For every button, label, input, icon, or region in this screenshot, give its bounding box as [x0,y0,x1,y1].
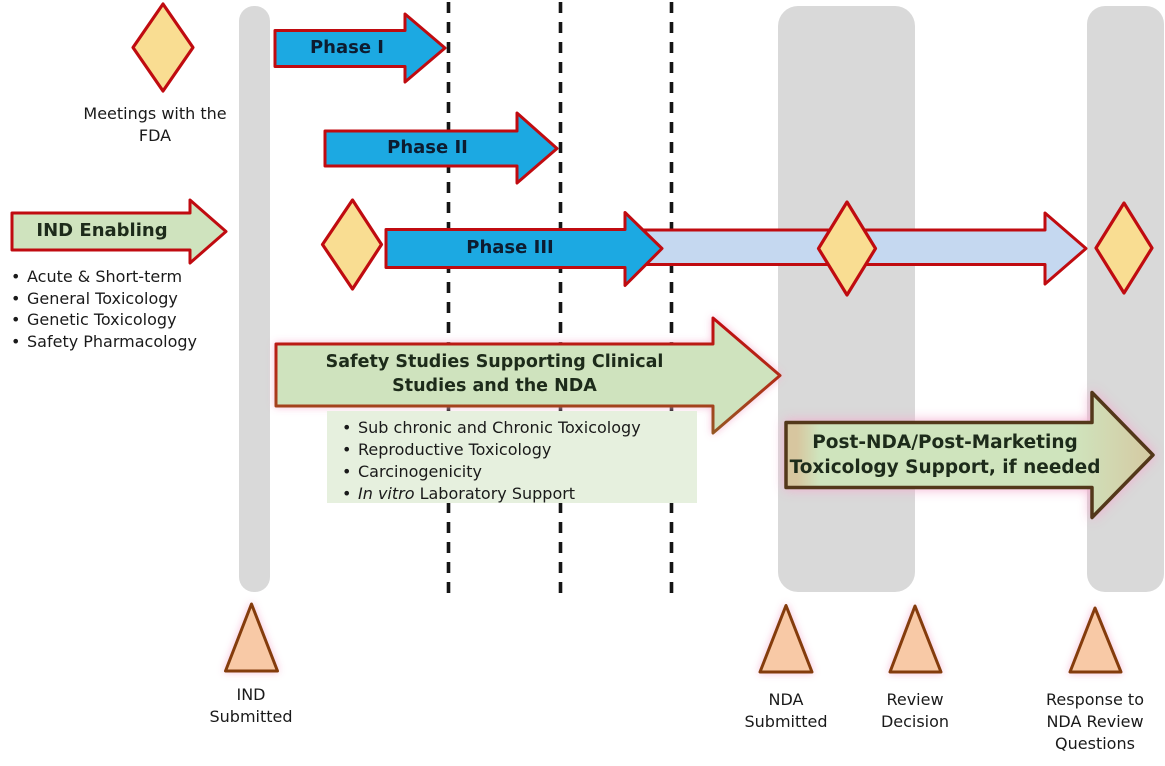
safety-bullet-3: Carcinogenicity [339,461,697,483]
phase1-label: Phase I [309,37,385,58]
safety-studies-bullet-list: Sub chronic and Chronic Toxicology Repro… [339,417,697,505]
nda-submitted-label-line1: NDA [768,690,804,709]
response-triangle [1068,606,1123,674]
fda-meetings-label-line2: FDA [138,126,172,145]
nda-submitted-triangle [758,604,814,674]
post-nda-title-line2: Toxicology Support, if needed [789,457,1101,478]
phase3-arrow [384,211,664,287]
post-nda-support-arrow [784,390,1155,520]
review-decision-label-line2: Decision [880,712,950,731]
ind-submitted-label-line1: IND [236,685,266,704]
phase3-label: Phase III [466,237,554,258]
ind-submitted-label-line2: Submitted [209,707,293,726]
post-nda-title-line1: Post-NDA/Post-Marketing [812,432,1078,453]
ind-submitted-label: IND Submitted [191,684,311,728]
fda-meeting-diamond-1 [131,2,195,93]
ind-enabling-arrow [10,198,228,265]
review-decision-triangle [888,604,943,674]
safety-bullet-2: Reproductive Toxicology [339,439,697,461]
fda-meeting-diamond-3 [816,200,878,297]
response-label: Response to NDA Review Questions [1015,689,1165,755]
fda-meeting-diamond-2 [320,198,384,291]
safety-studies-title: Safety Studies Supporting Clinical Studi… [282,350,707,398]
review-bar-ind [239,6,270,592]
nda-submitted-label: NDA Submitted [726,689,846,733]
safety-studies-title-line2: Studies and the NDA [392,376,597,396]
review-bar-nda [778,6,915,592]
review-decision-label: Review Decision [855,689,975,733]
review-decision-label-line1: Review [886,690,944,709]
fda-meetings-label-line1: Meetings with the [83,104,227,123]
ind-enabling-title: IND Enabling [36,220,168,241]
safety-studies-title-line1: Safety Studies Supporting Clinical [325,352,664,372]
ind-enabling-bullet-list: Acute & Short-term General Toxicology Ge… [8,266,197,352]
phase2-arrow [323,111,559,185]
ind-submitted-triangle [224,602,279,673]
response-label-line2: NDA Review [1046,712,1144,731]
safety-bullet-4-italic: In vitro [358,484,415,503]
fda-meeting-diamond-4 [1094,201,1154,295]
fda-meetings-label: Meetings with the FDA [55,103,255,147]
ind-bullet-4: Safety Pharmacology [8,331,197,353]
safety-bullet-1: Sub chronic and Chronic Toxicology [339,417,697,439]
post-nda-title: Post-NDA/Post-Marketing Toxicology Suppo… [785,430,1105,480]
phase1-arrow [273,12,447,84]
phase2-label: Phase II [387,137,468,158]
safety-bullet-4: In vitro Laboratory Support [339,483,697,505]
ind-bullet-2: General Toxicology [8,288,197,310]
response-label-line1: Response to [1046,690,1144,709]
ind-bullet-1: Acute & Short-term [8,266,197,288]
nda-submitted-label-line2: Submitted [744,712,828,731]
safety-bullet-4-rest: Laboratory Support [414,484,576,503]
safety-studies-detail-box: Sub chronic and Chronic Toxicology Repro… [327,411,697,505]
response-label-line3: Questions [1055,734,1135,753]
safety-studies-arrow [274,316,782,435]
ind-bullet-3: Genetic Toxicology [8,309,197,331]
